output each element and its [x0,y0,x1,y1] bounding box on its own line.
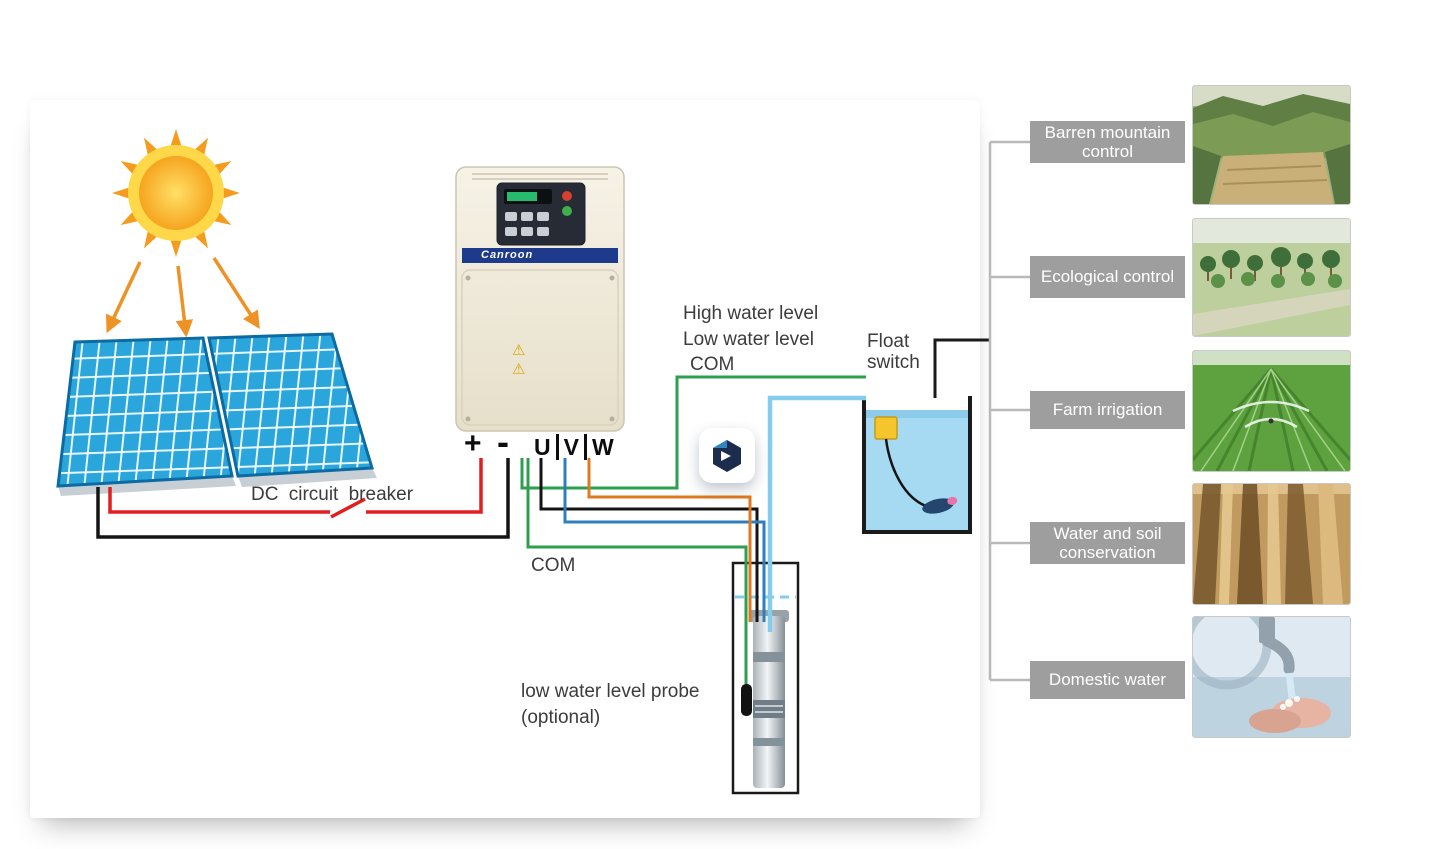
terminal-minus: - [497,421,509,462]
terminal-w: W [583,434,619,460]
irrigated-field-photo [1192,350,1351,472]
hand-washing-photo [1192,616,1351,738]
app-label-text: Domestic water [1048,670,1167,690]
float-signal-wire [520,375,866,490]
high-water-level-label: High water level [683,303,819,324]
sun-icon [112,129,240,257]
application-rail [988,140,1030,682]
app-label-domestic-water: Domestic water [1030,661,1185,699]
sunlight-arrows [106,257,260,338]
terminal-v: V [555,434,584,460]
wiring [96,375,866,716]
warning-icon: ⚠ [512,361,525,378]
mountain-valley-photo [1192,85,1351,205]
dc-breaker-label: DC circuit breaker [251,484,414,505]
water-pipe [767,395,866,632]
app-label-text: Ecological control [1040,267,1175,287]
pump-inverter: ⚠ ⚠ [455,166,625,432]
dc-negative-wire [96,458,510,539]
app-label-farm-irrigation: Farm irrigation [1030,391,1185,429]
motor-wire-w [587,458,752,622]
com-bottom-label: COM [531,555,576,576]
app-label-text: Farm irrigation [1052,400,1163,420]
inverter-keypad [496,182,586,246]
low-water-probe [741,684,752,716]
low-water-level-label: Low water level [683,329,814,350]
float-switch-label: Float switch [867,331,920,374]
warning-icon: ⚠ [512,342,525,359]
brand-logo-tile [699,428,755,483]
dc-breaker-switch [330,497,366,519]
inverter-brand-strip [462,248,618,263]
probe-label-line2: (optional) [521,707,601,728]
app-label-text: Water and soil conservation [1053,523,1162,562]
solar-panel-array [56,332,377,496]
trees-photo [1192,218,1351,337]
float-sensor [922,496,958,514]
float-switch-box [874,416,898,440]
probe-signal-wire [526,458,748,684]
dc-positive-wire [108,458,483,519]
terminal-uvw: U V W [529,434,619,460]
app-label-barren-mountain: Barren mountain control [1030,121,1185,163]
water-tank [862,338,990,534]
probe-label-line1: low water level probe [521,681,700,702]
eroded-gully-photo [1192,483,1351,605]
terminal-u: U [534,434,551,460]
inverter-brand: Canroon [481,249,534,261]
app-label-ecological: Ecological control [1030,256,1185,298]
brand-logo-icon [713,439,741,472]
terminal-plus: + [464,427,482,460]
app-label-water-soil: Water and soil conservation [1030,522,1185,564]
com-top-label: COM [690,354,735,375]
motor-wire-v [563,458,766,622]
motor-wire-u [539,458,759,622]
app-label-text: Barren mountain control [1044,122,1171,161]
